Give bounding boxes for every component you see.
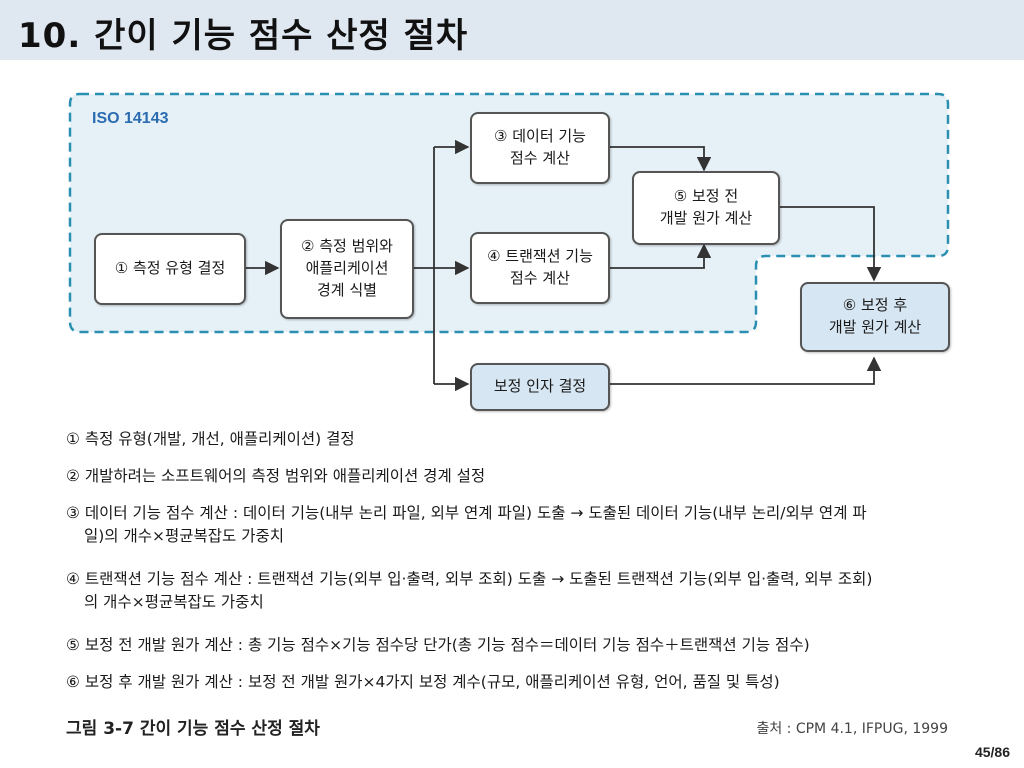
legend-item-2: ② 개발하려는 소프트웨어의 측정 범위와 애플리케이션 경계 설정	[66, 467, 486, 485]
iso-group-label: ISO 14143	[92, 110, 169, 127]
figure-source: 출처 : CPM 4.1, IFPUG, 1999	[756, 721, 948, 737]
arrow-4-to-5	[608, 243, 712, 269]
node-post-adjust-cost: ⑥ 보정 후 개발 원가 계산	[800, 282, 950, 352]
slide-title: 10. 간이 기능 점수 산정 절차	[18, 16, 469, 56]
page-number: 45/86	[974, 744, 1010, 760]
legend-item-5: ⑤ 보정 전 개발 원가 계산 : 총 기능 점수×기능 점수당 단가(총 기능…	[66, 636, 810, 654]
node-adjust-factor: 보정 인자 결정	[470, 363, 610, 411]
node-measure-type: ① 측정 유형 결정	[94, 233, 246, 305]
node-pre-adjust-cost: ⑤ 보정 전 개발 원가 계산	[632, 171, 780, 245]
figure-caption: 그림 3-7 간이 기능 점수 산정 절차	[66, 719, 320, 739]
legend-item-1: ① 측정 유형(개발, 개선, 애플리케이션) 결정	[66, 430, 355, 448]
arrow-3-to-5	[608, 146, 712, 172]
node-transaction-function-score: ④ 트랜잭션 기능 점수 계산	[470, 232, 610, 304]
legend-item-3: ③ 데이터 기능 점수 계산 : 데이터 기능(내부 논리 파일, 외부 연계 …	[66, 504, 867, 546]
title-bar: 10. 간이 기능 점수 산정 절차	[0, 0, 1024, 60]
node-data-function-score: ③ 데이터 기능 점수 계산	[470, 112, 610, 184]
diagram-canvas	[68, 92, 950, 392]
arrow-5-to-6	[778, 206, 882, 282]
legend-item-6: ⑥ 보정 후 개발 원가 계산 : 보정 전 개발 원가×4가지 보정 계수(규…	[66, 673, 780, 691]
legend-item-4: ④ 트랜잭션 기능 점수 계산 : 트랜잭션 기능(외부 입·출력, 외부 조회…	[66, 570, 873, 612]
node-scope-boundary: ② 측정 범위와 애플리케이션 경계 식별	[280, 219, 414, 319]
arrow-factor-to-6	[608, 356, 882, 385]
